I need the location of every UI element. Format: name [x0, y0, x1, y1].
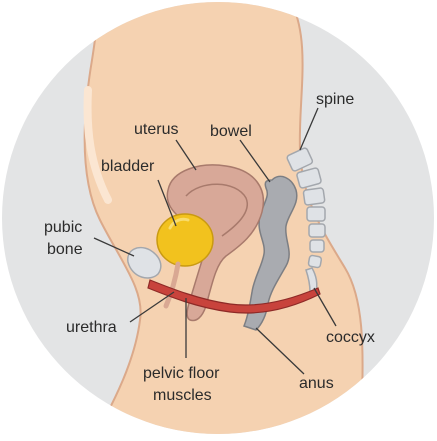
bladder-organ	[157, 214, 213, 266]
vertebra	[310, 240, 324, 252]
label-uterus: uterus	[134, 121, 178, 138]
vertebra	[303, 188, 325, 206]
vertebra	[307, 207, 325, 221]
vertebra	[308, 255, 322, 268]
label-pubic-bone-line2: bone	[47, 241, 83, 258]
label-spine: spine	[316, 91, 354, 108]
label-pelvic-floor-line1: pelvic floor	[143, 365, 220, 382]
label-bowel: bowel	[210, 123, 252, 140]
label-coccyx: coccyx	[326, 329, 375, 346]
label-bladder: bladder	[101, 158, 155, 175]
label-urethra: urethra	[66, 319, 117, 336]
label-pelvic-floor-line2: muscles	[153, 387, 212, 404]
label-pubic-bone-line1: pubic	[44, 219, 82, 236]
label-anus: anus	[299, 375, 334, 392]
vertebra	[309, 224, 325, 237]
